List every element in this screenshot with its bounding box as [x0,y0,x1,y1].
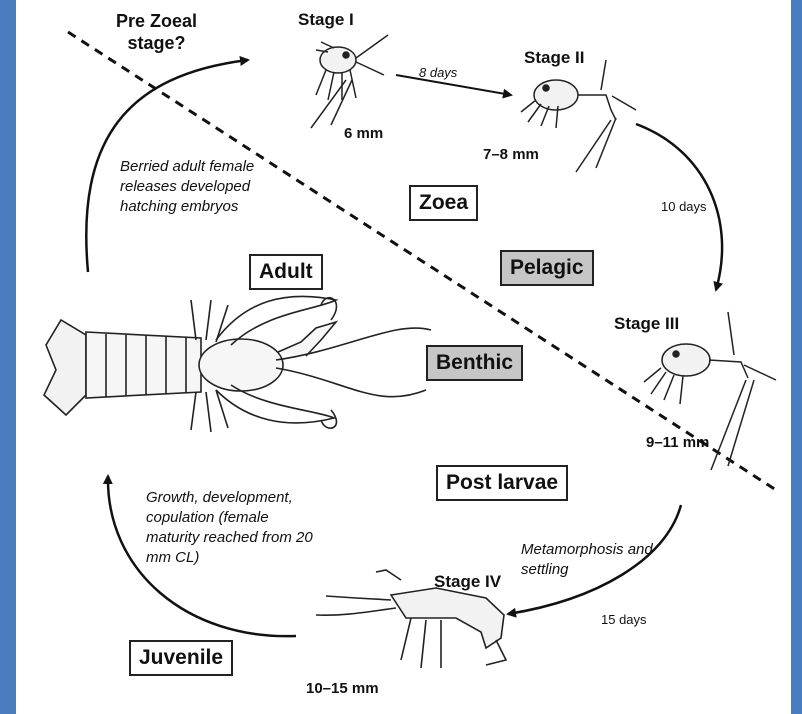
stage-1-size: 6 mm [344,125,383,142]
stage-4-size: 10–15 mm [306,680,379,697]
zoea-stage-1-illustration [311,35,388,128]
stage-3-size: 9–11 mm [646,434,709,451]
stage-2-label: Stage II [524,48,584,68]
life-cycle-diagram: Pre Zoeal stage? Stage I 6 mm Stage II 7… [16,0,791,714]
berried-female-note: Berried adult female releases developed … [120,157,290,217]
lobster-adult-illustration [44,296,431,432]
prezoeal-stage-label: Pre Zoeal stage? [116,10,197,54]
juvenile-box: Juvenile [129,640,233,676]
stage-2-size: 7–8 mm [483,146,539,163]
metamorphosis-note: Metamorphosis and settling [521,540,661,580]
post-larvae-box: Post larvae [436,465,568,501]
duration-stage2-to-3: 10 days [661,199,707,214]
growth-note: Growth, development, copulation (female … [146,488,326,568]
benthic-box: Benthic [426,345,523,381]
duration-stage3-to-4: 15 days [601,612,647,627]
pelagic-benthic-divider [68,32,776,490]
pelagic-box: Pelagic [500,250,594,286]
stage-4-label: Stage IV [434,572,501,592]
stage-3-label: Stage III [614,314,679,334]
zoea-box: Zoea [409,185,478,221]
adult-box: Adult [249,254,323,290]
diagram-graphics [16,0,791,714]
stage-1-label: Stage I [298,10,354,30]
duration-stage1-to-2: 8 days [419,65,457,80]
